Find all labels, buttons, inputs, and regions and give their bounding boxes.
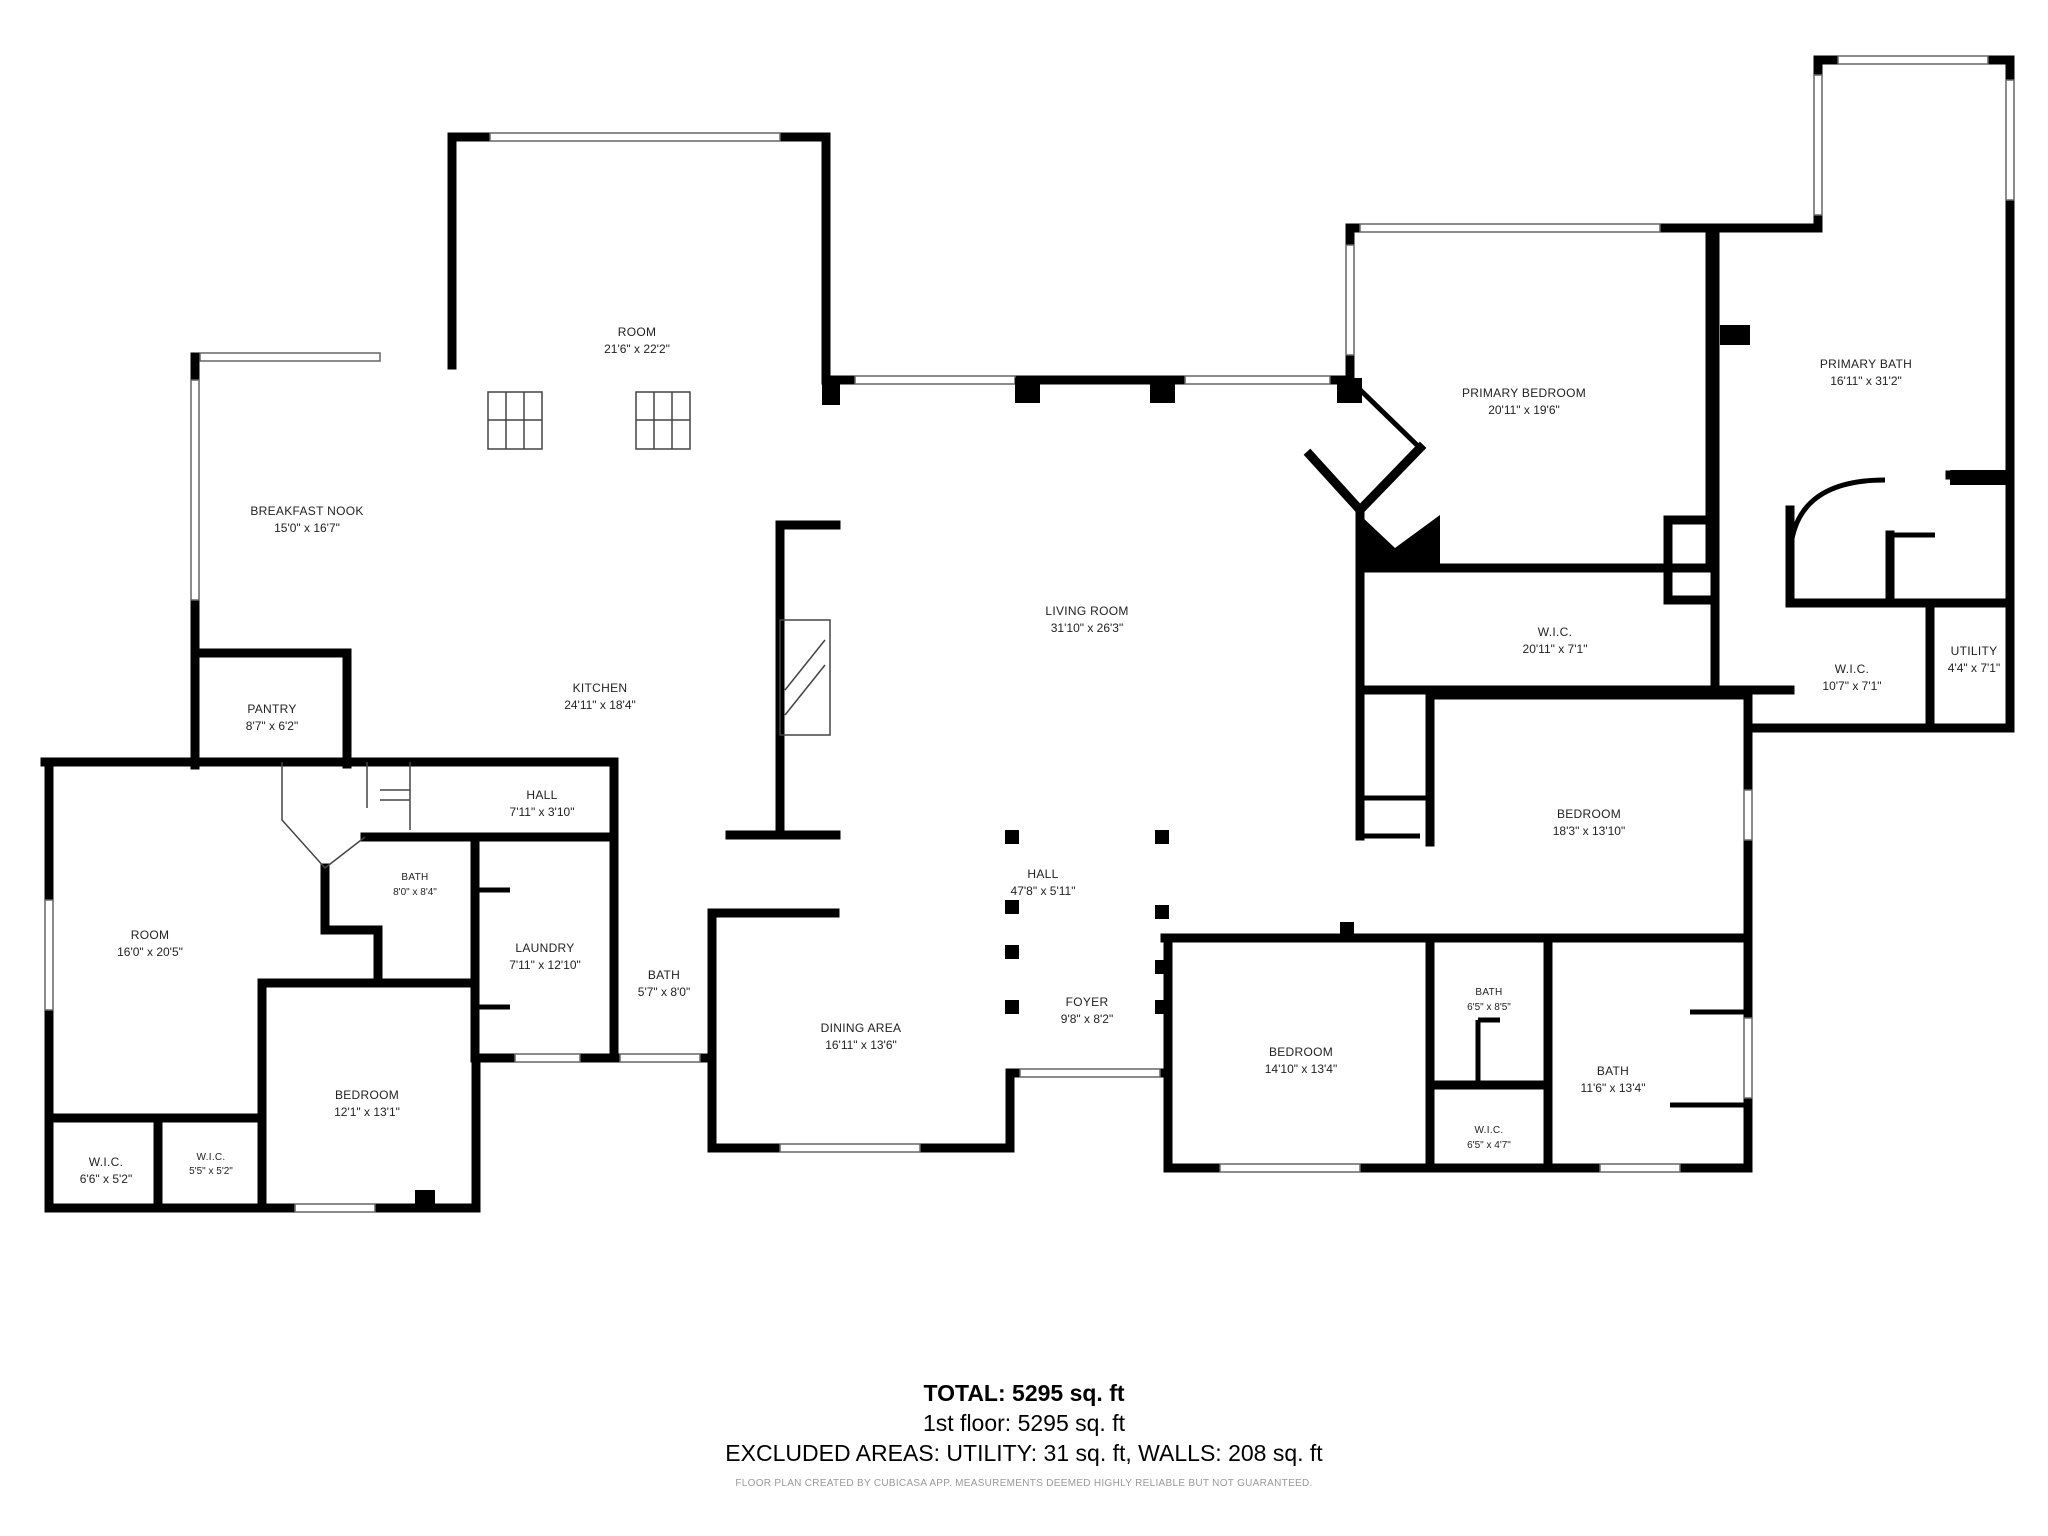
fixtures [281, 325, 2010, 1205]
svg-text:8'0" x 8'4": 8'0" x 8'4" [393, 887, 437, 898]
svg-text:UTILITY: UTILITY [1951, 644, 1998, 658]
svg-text:12'1" x 13'1": 12'1" x 13'1" [334, 1105, 400, 1119]
room-label: UTILITY 4'4" x 7'1" [1948, 644, 2000, 675]
room-label: BATH 6'5" x 8'5" [1467, 987, 1511, 1013]
room-label: PRIMARY BEDROOM 20'11" x 19'6" [1462, 386, 1586, 417]
svg-text:5'7" x 8'0": 5'7" x 8'0" [638, 985, 690, 999]
svg-text:24'11" x 18'4": 24'11" x 18'4" [564, 698, 636, 712]
svg-text:16'11" x 31'2": 16'11" x 31'2" [1830, 374, 1902, 388]
svg-text:21'6" x 22'2": 21'6" x 22'2" [604, 342, 670, 356]
room-label: BEDROOM 18'3" x 13'10" [1553, 807, 1626, 838]
svg-text:W.I.C.: W.I.C. [1835, 662, 1869, 676]
svg-text:PRIMARY BEDROOM: PRIMARY BEDROOM [1462, 386, 1586, 400]
windows [44, 55, 2015, 1213]
svg-text:LIVING ROOM: LIVING ROOM [1045, 604, 1128, 618]
svg-text:15'0" x 16'7": 15'0" x 16'7" [274, 521, 340, 535]
svg-text:DINING AREA: DINING AREA [821, 1021, 902, 1035]
room-label: FOYER 9'8" x 8'2" [1061, 995, 1113, 1026]
svg-text:18'3" x 13'10": 18'3" x 13'10" [1553, 824, 1626, 838]
room-label: BATH 5'7" x 8'0" [638, 968, 690, 999]
room-label: ROOM 21'6" x 22'2" [604, 325, 670, 356]
svg-text:FOYER: FOYER [1066, 995, 1109, 1009]
room-label: BATH 11'6" x 13'4" [1581, 1064, 1646, 1095]
svg-text:4'4" x 7'1": 4'4" x 7'1" [1948, 661, 2000, 675]
room-label: KITCHEN 24'11" x 18'4" [564, 681, 636, 712]
room-labels: ROOM 21'6" x 22'2" BREAKFAST NOOK 15'0" x … [80, 325, 2000, 1186]
svg-text:47'8" x 5'11": 47'8" x 5'11" [1011, 884, 1076, 898]
svg-text:W.I.C.: W.I.C. [1538, 625, 1572, 639]
room-label: DINING AREA 16'11" x 13'6" [821, 1021, 902, 1052]
svg-text:BEDROOM: BEDROOM [335, 1088, 399, 1102]
svg-text:7'11" x 3'10": 7'11" x 3'10" [510, 805, 575, 819]
room-label: LIVING ROOM 31'10" x 26'3" [1045, 604, 1128, 635]
room-label: W.I.C. 5'5" x 5'2" [189, 1152, 233, 1177]
svg-text:HALL: HALL [526, 788, 557, 802]
room-label: W.I.C. 6'6" x 5'2" [80, 1155, 132, 1186]
svg-text:W.I.C.: W.I.C. [196, 1152, 225, 1163]
svg-text:PRIMARY BATH: PRIMARY BATH [1820, 357, 1912, 371]
room-label: ROOM 16'0" x 20'5" [117, 928, 183, 959]
excluded-areas: EXCLUDED AREAS: UTILITY: 31 sq. ft, WALL… [725, 1440, 1323, 1466]
room-label: BATH 8'0" x 8'4" [393, 872, 437, 898]
svg-text:ROOM: ROOM [131, 928, 170, 942]
svg-text:20'11" x 19'6": 20'11" x 19'6" [1488, 403, 1560, 417]
svg-text:6'5" x 4'7": 6'5" x 4'7" [1467, 1140, 1511, 1151]
svg-text:14'10" x 13'4": 14'10" x 13'4" [1265, 1062, 1338, 1076]
svg-text:31'10" x 26'3": 31'10" x 26'3" [1051, 621, 1124, 635]
room-label: PANTRY 8'7" x 6'2" [246, 702, 298, 733]
svg-text:6'5" x 8'5": 6'5" x 8'5" [1467, 1002, 1511, 1013]
room-label: W.I.C. 10'7" x 7'1" [1822, 662, 1881, 693]
svg-text:9'8" x 8'2": 9'8" x 8'2" [1061, 1012, 1113, 1026]
svg-text:BATH: BATH [1475, 987, 1502, 998]
total-area: TOTAL: 5295 sq. ft [923, 1380, 1125, 1406]
room-label: BEDROOM 14'10" x 13'4" [1265, 1045, 1338, 1076]
room-label: BREAKFAST NOOK 15'0" x 16'7" [250, 504, 363, 535]
svg-text:8'7" x 6'2": 8'7" x 6'2" [246, 719, 298, 733]
svg-text:ROOM: ROOM [618, 325, 657, 339]
svg-text:7'11" x 12'10": 7'11" x 12'10" [509, 958, 581, 972]
svg-text:W.I.C.: W.I.C. [1474, 1125, 1503, 1136]
svg-text:16'0" x 20'5": 16'0" x 20'5" [117, 945, 183, 959]
disclaimer: FLOOR PLAN CREATED BY CUBICASA APP. MEAS… [735, 1478, 1313, 1489]
svg-text:6'6" x 5'2": 6'6" x 5'2" [80, 1172, 132, 1186]
svg-text:10'7" x 7'1": 10'7" x 7'1" [1822, 679, 1881, 693]
svg-text:KITCHEN: KITCHEN [573, 681, 628, 695]
svg-text:BEDROOM: BEDROOM [1269, 1045, 1333, 1059]
svg-text:BATH: BATH [1597, 1064, 1629, 1078]
floor-area: 1st floor: 5295 sq. ft [922, 1410, 1125, 1436]
room-label: LAUNDRY 7'11" x 12'10" [509, 941, 581, 972]
svg-text:BREAKFAST NOOK: BREAKFAST NOOK [250, 504, 363, 518]
svg-text:5'5" x 5'2": 5'5" x 5'2" [189, 1166, 233, 1177]
svg-text:HALL: HALL [1027, 867, 1058, 881]
room-label: W.I.C. 20'11" x 7'1" [1523, 625, 1588, 656]
svg-text:BATH: BATH [648, 968, 680, 982]
svg-text:BATH: BATH [401, 872, 428, 883]
walls [40, 55, 2015, 1213]
svg-text:11'6" x 13'4": 11'6" x 13'4" [1581, 1081, 1646, 1095]
area-summary: TOTAL: 5295 sq. ft 1st floor: 5295 sq. f… [0, 1378, 2048, 1489]
room-label: PRIMARY BATH 16'11" x 31'2" [1820, 357, 1912, 388]
svg-text:BEDROOM: BEDROOM [1557, 807, 1621, 821]
svg-text:W.I.C.: W.I.C. [89, 1155, 123, 1169]
svg-text:LAUNDRY: LAUNDRY [515, 941, 574, 955]
room-label: W.I.C. 6'5" x 4'7" [1467, 1125, 1511, 1151]
svg-text:PANTRY: PANTRY [247, 702, 296, 716]
room-label: BEDROOM 12'1" x 13'1" [334, 1088, 400, 1119]
room-label: HALL 47'8" x 5'11" [1011, 867, 1076, 898]
svg-text:20'11" x 7'1": 20'11" x 7'1" [1523, 642, 1588, 656]
svg-text:16'11" x 13'6": 16'11" x 13'6" [825, 1038, 897, 1052]
room-label: HALL 7'11" x 3'10" [510, 788, 575, 819]
